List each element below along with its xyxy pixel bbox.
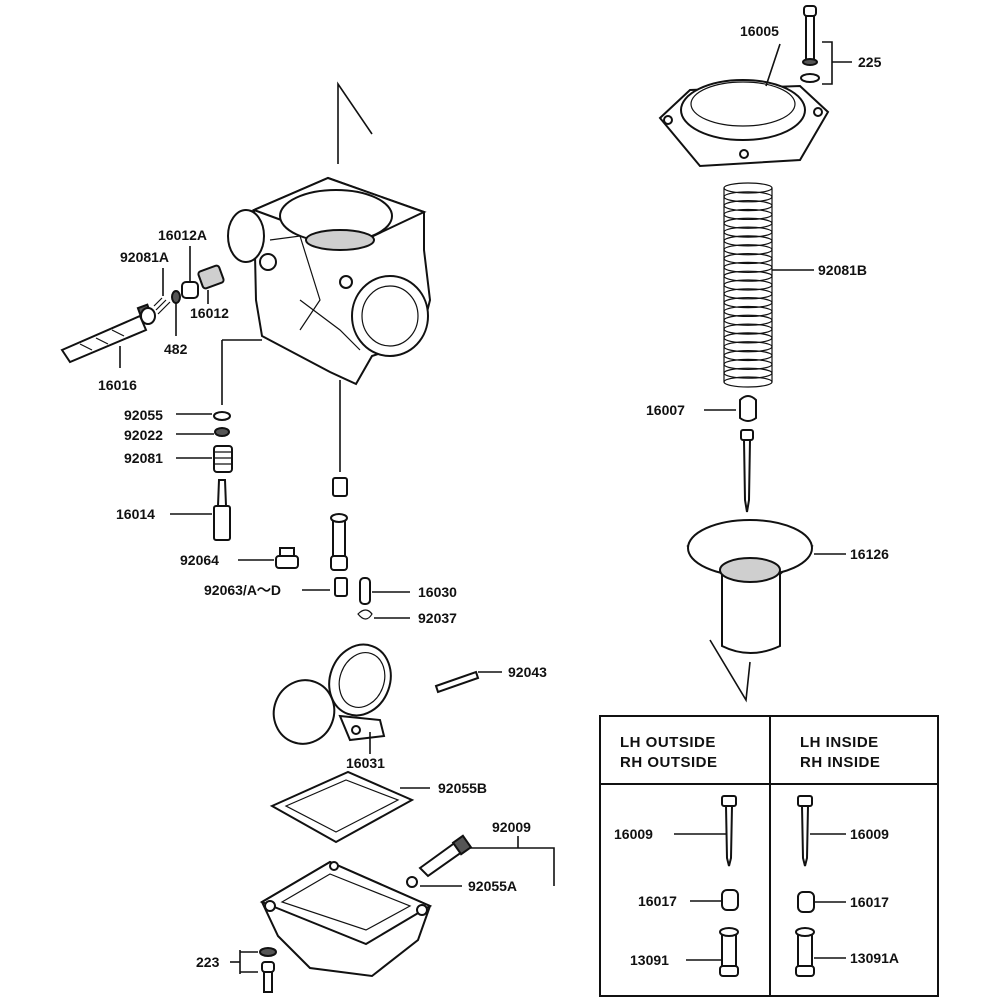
label-16012A: 16012A <box>158 227 207 243</box>
label-92081B: 92081B <box>818 262 867 278</box>
carb-top-cover <box>658 79 830 168</box>
drain-screw-92009 <box>418 834 473 878</box>
jet-needle <box>740 429 754 513</box>
table-left-row-label: 16017 <box>638 893 677 909</box>
label-92055: 92055 <box>124 407 163 423</box>
label-92055B: 92055B <box>438 780 487 796</box>
needle-valve-16014 <box>213 479 231 541</box>
label-92009: 92009 <box>492 819 531 835</box>
float-16031 <box>272 643 392 745</box>
needle-holder-16007 <box>739 395 757 422</box>
table-left-header-1: LH OUTSIDE <box>620 734 716 751</box>
table-left-row-label: 16009 <box>614 826 653 842</box>
table-right-row-label: 13091A <box>850 950 899 966</box>
carburetor-body <box>227 176 432 386</box>
gasket-92055B <box>269 770 415 844</box>
pilot-jet <box>332 477 348 497</box>
part-16012 <box>197 264 225 290</box>
label-92055A: 92055A <box>468 878 517 894</box>
needle-16009-outside <box>721 795 737 867</box>
label-92043: 92043 <box>508 664 547 680</box>
washer-92022 <box>214 427 230 437</box>
screw-16005 <box>800 5 820 83</box>
label-16012: 16012 <box>190 305 229 321</box>
float-valve-16030 <box>359 577 371 605</box>
oring-482 <box>171 290 181 304</box>
needle-jet <box>330 513 348 571</box>
label-16007: 16007 <box>646 402 685 418</box>
label-16030: 16030 <box>418 584 457 600</box>
label-482: 482 <box>164 341 188 357</box>
main-jet-92063 <box>334 577 348 597</box>
needle-16009-inside <box>797 795 813 867</box>
table-right-header-1: LH INSIDE <box>800 734 879 751</box>
pin-92043 <box>434 670 480 694</box>
label-92022: 92022 <box>124 427 163 443</box>
clip-92037 <box>357 609 373 620</box>
variant-table <box>599 715 939 997</box>
needle-jet-holder-16017-inside <box>797 891 815 913</box>
vacuum-piston-16126 <box>686 519 814 654</box>
oring-92055A <box>406 876 418 888</box>
table-right-row-label: 16009 <box>850 826 889 842</box>
needle-jet-13091 <box>719 927 739 977</box>
label-16031: 16031 <box>346 755 385 771</box>
float-bowl <box>259 860 433 978</box>
spring-92081 <box>213 445 233 473</box>
table-right-row-label: 16017 <box>850 894 889 910</box>
label-92081: 92081 <box>124 450 163 466</box>
label-225: 225 <box>858 54 882 70</box>
needle-jet-holder-16017-outside <box>721 889 739 911</box>
table-right-header-2: RH INSIDE <box>800 754 880 771</box>
table-left-header-2: RH OUTSIDE <box>620 754 718 771</box>
washer-92055 <box>213 411 231 421</box>
plug-92064 <box>275 547 299 569</box>
label-92064: 92064 <box>180 552 219 568</box>
label-16016: 16016 <box>98 377 137 393</box>
label-16014: 16014 <box>116 506 155 522</box>
label-92037: 92037 <box>418 610 457 626</box>
screw-223 <box>259 947 277 993</box>
label-92081A: 92081A <box>120 249 169 265</box>
bracket-225 <box>822 41 852 85</box>
label-223: 223 <box>196 954 220 970</box>
pilot-screw-16016 <box>60 303 154 364</box>
spring-92081A <box>140 297 171 325</box>
part-16012A <box>181 281 199 299</box>
label-16005: 16005 <box>740 23 779 39</box>
label-92063: 92063/A～D <box>204 582 281 598</box>
spring-92081B <box>723 182 773 388</box>
needle-jet-13091A <box>795 927 815 977</box>
table-left-row-label: 13091 <box>630 952 669 968</box>
label-16126: 16126 <box>850 546 889 562</box>
